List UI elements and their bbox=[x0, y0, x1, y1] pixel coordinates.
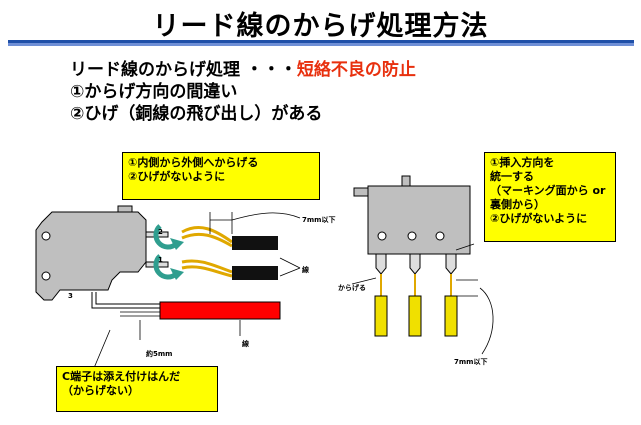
callout-c-terminal: C端子は添え付けはんだ （からげない） bbox=[56, 366, 218, 412]
wire-label-a: 線 bbox=[302, 265, 309, 274]
callout-b-line-4: 裏側から） bbox=[490, 198, 545, 211]
heading-highlight: 短絡不良の防止 bbox=[296, 60, 416, 80]
wrap-direction-arrows bbox=[153, 224, 184, 280]
right-dimension-lines bbox=[351, 243, 494, 355]
page-title: リード線のからげ処理方法 bbox=[152, 11, 489, 42]
problem-item-1: ①からげ方向の間違い bbox=[70, 82, 238, 102]
problem-item-2: ②ひげ（銅線の飛び出し）がある bbox=[70, 104, 323, 124]
section-heading: リード線のからげ処理 ・・・短絡不良の防止 bbox=[70, 55, 416, 80]
callout-b-line-5: ②ひげがないように bbox=[490, 212, 588, 225]
red-insulation-tube bbox=[159, 301, 281, 320]
length-label-a: 7mm以下 bbox=[302, 216, 335, 224]
callout-b-line-1: ①挿入方向を bbox=[490, 156, 555, 169]
title-underline bbox=[8, 40, 634, 46]
terminal-number-3: 3 bbox=[68, 292, 73, 300]
left-switch bbox=[35, 205, 169, 309]
dimension-lines bbox=[93, 212, 301, 369]
callout-c-line-2: （からげない） bbox=[62, 384, 139, 397]
karageru-label: からげる bbox=[338, 283, 366, 292]
callout-a-line-2: ②ひげがないように bbox=[128, 170, 226, 183]
lead-wires-left bbox=[181, 226, 278, 280]
callout-a-line-1: ①内側から外側へからげる bbox=[128, 156, 259, 169]
callout-wrap-direction: ①内側から外側へからげる ②ひげがないように bbox=[122, 152, 320, 200]
terminal-number-2: 2 bbox=[158, 228, 163, 236]
callout-b-line-2: 統一する bbox=[490, 170, 534, 183]
callout-c-line-1: C端子は添え付けはんだ bbox=[62, 370, 181, 383]
terminal-number-1: 1 bbox=[158, 256, 163, 264]
length-label-5mm: 約5mm bbox=[146, 349, 172, 358]
right-switch bbox=[353, 175, 471, 337]
length-label-b: 7mm以下 bbox=[454, 358, 487, 366]
heading-text: リード線のからげ処理 ・・・ bbox=[70, 60, 297, 80]
callout-insertion-direction: ①挿入方向を 統一する （マーキング面から or 裏側から） ②ひげがないように bbox=[484, 152, 616, 242]
wire-label-b: 線 bbox=[242, 339, 249, 348]
callout-b-line-3: （マーキング面から or bbox=[490, 184, 606, 197]
